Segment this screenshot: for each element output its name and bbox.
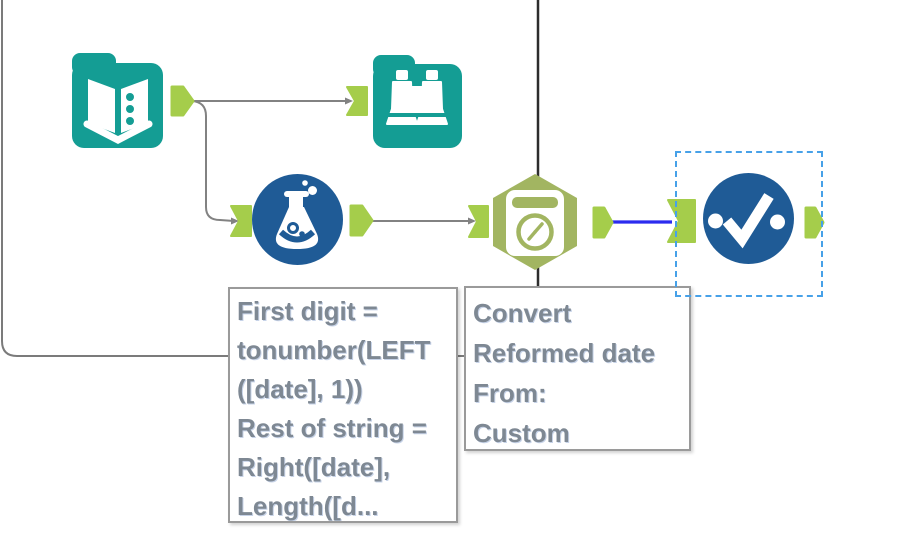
wire-input-to-browse-arrowhead[interactable]	[345, 97, 353, 105]
output-anchor-datetime[interactable]	[592, 206, 614, 239]
browse-tool[interactable]	[371, 53, 464, 150]
checkmark-dots-icon	[708, 193, 785, 249]
input-book-icon	[83, 79, 153, 144]
input-anchor-datetime[interactable]	[468, 205, 489, 238]
formula-annotation[interactable]: First digit = tonumber(LEFT ([date], 1))…	[228, 287, 458, 523]
wire-formula-to-datetime-arrowhead[interactable]	[468, 217, 476, 225]
tool-container-border[interactable]	[1, 0, 470, 357]
selected-checkmark-tool[interactable]	[702, 172, 795, 265]
flask-icon	[275, 180, 319, 249]
formula-tool[interactable]	[250, 172, 345, 267]
selection-rectangle	[675, 151, 823, 297]
input-anchor-browse[interactable]	[346, 86, 368, 116]
wire-input-to-formula-arrowhead[interactable]	[231, 217, 239, 225]
output-anchor-selected-tool[interactable]	[804, 206, 825, 239]
wire-input-to-formula[interactable]	[191, 100, 235, 222]
calendar-clock-icon	[506, 190, 564, 256]
input-anchor-selected-tool[interactable]	[667, 199, 696, 243]
output-anchor-input-data[interactable]	[170, 85, 195, 117]
binoculars-icon	[384, 70, 450, 125]
input-anchor-formula[interactable]	[230, 205, 252, 237]
datetime-tool[interactable]	[490, 173, 580, 272]
folder-shape	[72, 53, 163, 148]
input-data-tool[interactable]	[70, 51, 166, 151]
datetime-annotation[interactable]: Convert Reformed date From: Custom	[464, 286, 691, 451]
output-anchor-formula[interactable]	[349, 204, 374, 237]
